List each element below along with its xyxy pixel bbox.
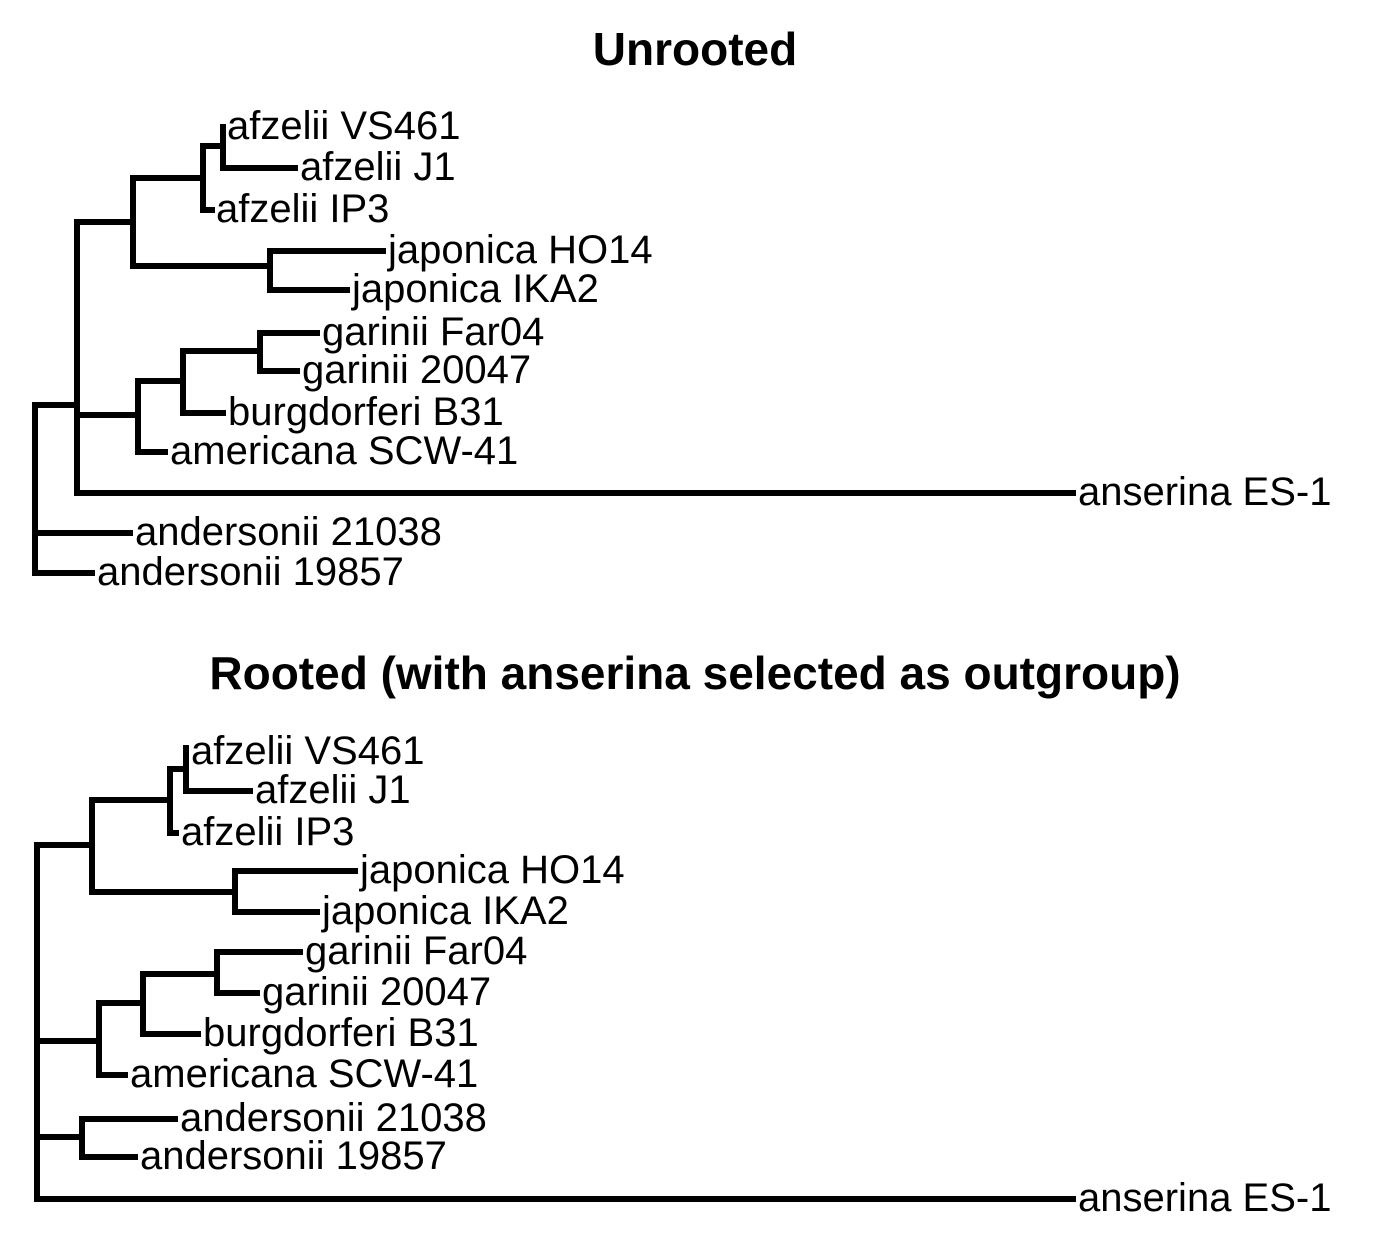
taxon-label: afzelii VS461	[191, 729, 424, 773]
rooted-tree-title: Rooted (with anserina selected as outgro…	[209, 647, 1181, 699]
taxon-label: afzelii J1	[300, 145, 456, 189]
taxon-label: burgdorferi B31	[203, 1011, 479, 1055]
taxon-label: anserina ES-1	[1078, 1176, 1331, 1220]
taxon-label: japonica IKA2	[351, 267, 599, 311]
taxon-label: garinii 20047	[302, 348, 531, 392]
taxon-label: americana SCW-41	[130, 1052, 478, 1096]
taxon-label: andersonii 21038	[180, 1096, 487, 1140]
taxon-label: japonica HO14	[359, 848, 625, 892]
taxon-label: andersonii 21038	[135, 510, 442, 554]
taxon-label: afzelii IP3	[181, 810, 354, 854]
taxon-label: andersonii 19857	[97, 550, 404, 594]
taxon-label: burgdorferi B31	[228, 390, 504, 434]
taxon-label: japonica HO14	[387, 228, 653, 272]
taxon-label: andersonii 19857	[140, 1134, 447, 1178]
taxon-label: japonica IKA2	[321, 889, 569, 933]
taxon-label: afzelii IP3	[216, 187, 389, 231]
taxon-label: afzelii J1	[255, 768, 411, 812]
taxon-label: afzelii VS461	[227, 104, 460, 148]
taxon-label: garinii Far04	[305, 929, 527, 973]
taxon-label: garinii Far04	[322, 310, 544, 354]
taxon-label: garinii 20047	[262, 970, 491, 1014]
unrooted-tree-title: Unrooted	[592, 23, 798, 75]
taxon-label: anserina ES-1	[1078, 470, 1331, 514]
taxon-label: americana SCW-41	[170, 429, 518, 473]
